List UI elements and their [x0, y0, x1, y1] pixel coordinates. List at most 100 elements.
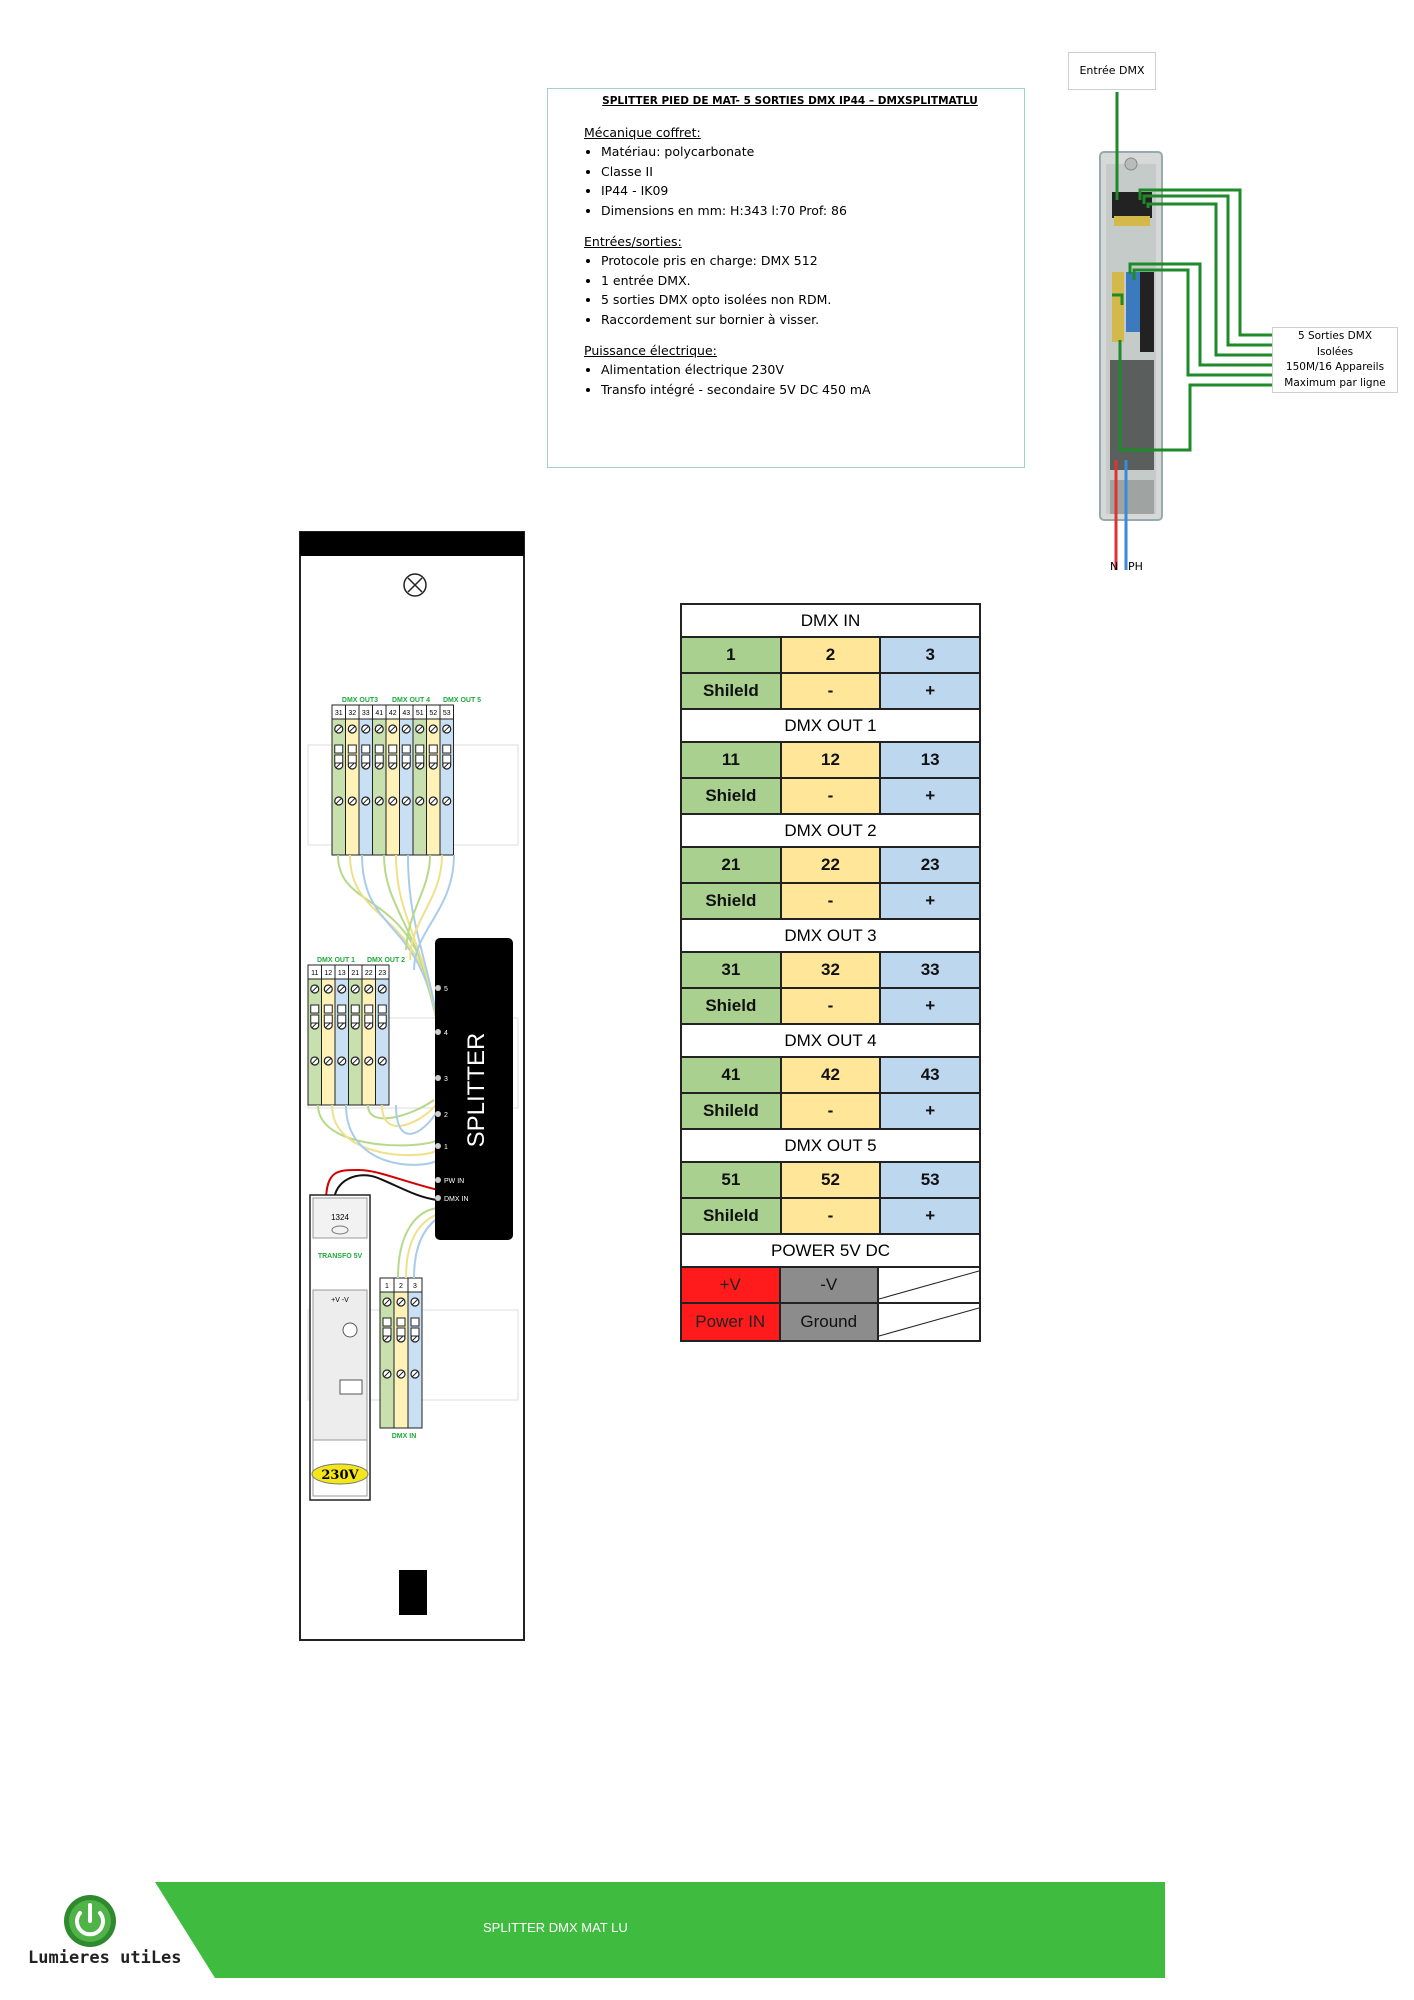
pin-number-cell: 12: [781, 743, 882, 777]
transfo-label: TRANSFO 5V: [318, 1253, 363, 1260]
pin-role-cell: -: [781, 779, 882, 813]
terminal: 32: [345, 704, 360, 856]
sorties-line: 5 Sorties DMX: [1297, 330, 1373, 342]
pin-role-cell: -: [781, 1199, 882, 1233]
splitter-port: DMX IN: [435, 1195, 469, 1203]
terminal-number: 41: [375, 710, 383, 717]
spec-item: Dimensions en mm: H:343 l:70 Prof: 86: [601, 201, 996, 221]
pin-role-cell: Shield: [682, 989, 782, 1023]
pin-role-cell: +: [881, 1199, 980, 1233]
terminal: 33: [358, 704, 373, 856]
terminal-number: 42: [389, 710, 397, 717]
spec-item: Protocole pris en charge: DMX 512: [601, 251, 996, 271]
pin-number-cell: 51: [682, 1163, 782, 1197]
pin-role-cell: -: [781, 884, 882, 918]
screw-icon: [403, 573, 427, 597]
group-title: DMX IN: [682, 605, 979, 638]
terminal-number: 22: [365, 970, 373, 977]
terminal: 51: [412, 704, 427, 856]
table-row: Shield-+: [682, 779, 980, 815]
pin-number-cell: 33: [881, 953, 980, 987]
spec-section-entrees: Entrées/sorties: Protocole pris en charg…: [584, 232, 996, 329]
pin-role-cell: +: [881, 989, 980, 1023]
power-group: POWER 5V DC +V -V Power IN Ground: [682, 1235, 979, 1340]
sorties-line: 150M/16 Appareils: [1285, 361, 1385, 373]
group-title: DMX OUT 4: [682, 1025, 979, 1058]
terminal-number: 52: [429, 710, 437, 717]
pin-role-cell: Shileld: [682, 674, 782, 708]
terminal: 52: [426, 704, 441, 856]
group-title: POWER 5V DC: [682, 1235, 979, 1268]
pin-role-cell: -: [781, 989, 882, 1023]
terminal: 43: [399, 704, 414, 856]
block-label: DMX OUT 1: [317, 957, 355, 964]
splitter-label: SPLITTER: [463, 1033, 490, 1148]
port-label: 1: [444, 1144, 448, 1151]
pin-number-cell: 53: [881, 1163, 980, 1197]
table-row: Shileld-+: [682, 1094, 980, 1130]
port-label: 4: [444, 1030, 448, 1037]
block-label: DMX OUT 4: [392, 697, 430, 704]
terminal: 21: [348, 964, 363, 1106]
spec-item: Classe II: [601, 162, 996, 182]
terminal: 22: [361, 964, 376, 1106]
product-photo: N PH: [1099, 92, 1280, 573]
pin-role-cell: +: [881, 884, 980, 918]
pin-number-cell: 52: [781, 1163, 882, 1197]
group-title: DMX OUT 3: [682, 920, 979, 953]
power-minus: -V: [780, 1268, 879, 1302]
terminal-number: 12: [324, 970, 332, 977]
pin-role-cell: +: [881, 1094, 980, 1128]
pin-number-cell: 22: [781, 848, 882, 882]
pin-role-cell: +: [881, 779, 980, 813]
spec-heading: Entrées/sorties:: [584, 234, 682, 249]
group-title: DMX OUT 5: [682, 1130, 979, 1163]
phase-label: PH: [1128, 560, 1143, 573]
pin-number-cell: 42: [781, 1058, 882, 1092]
transfo-terminals: +V -V: [331, 1297, 349, 1304]
splitter-port: 3: [435, 1075, 448, 1083]
neutral-label: N: [1110, 560, 1118, 573]
entree-dmx-label: Entrée DMX: [1068, 52, 1156, 90]
power-ground: Ground: [780, 1304, 879, 1340]
terminal-number: 11: [311, 970, 318, 977]
port-label: PW IN: [444, 1178, 464, 1185]
footer-banner: SPLITTER DMX MAT LU: [155, 1882, 1165, 1978]
spec-item: Matériau: polycarbonate: [601, 142, 996, 162]
logo-text: Lumieres utiLes: [28, 1948, 182, 1968]
transfo-code: 1324: [331, 1213, 349, 1222]
spec-item: 1 entrée DMX.: [601, 271, 996, 291]
pin-number-cell: 21: [682, 848, 782, 882]
terminal-number: 3: [413, 1283, 417, 1290]
port-label: 5: [444, 986, 448, 993]
splitter-port: 1: [435, 1143, 448, 1151]
transformer: 1324 TRANSFO 5V +V -V 230V: [309, 1194, 371, 1501]
terminal-number: 23: [378, 970, 386, 977]
terminal-number: 53: [443, 710, 451, 717]
pin-number-cell: 23: [881, 848, 980, 882]
terminal: 41: [372, 704, 387, 856]
terminal: 3: [407, 1277, 423, 1429]
pin-number-cell: 43: [881, 1058, 980, 1092]
spec-section-puissance: Puissance électrique: Alimentation élect…: [584, 341, 996, 399]
pin-number-cell: 41: [682, 1058, 782, 1092]
port-label: DMX IN: [444, 1196, 469, 1203]
spec-heading: Puissance électrique:: [584, 343, 717, 358]
empty-cell: [879, 1268, 979, 1302]
pin-number-cell: 32: [781, 953, 882, 987]
terminal-number: 51: [416, 710, 424, 717]
cable-gland: [399, 1570, 427, 1615]
terminal: 42: [385, 704, 400, 856]
terminal-number: 1: [385, 1283, 389, 1290]
